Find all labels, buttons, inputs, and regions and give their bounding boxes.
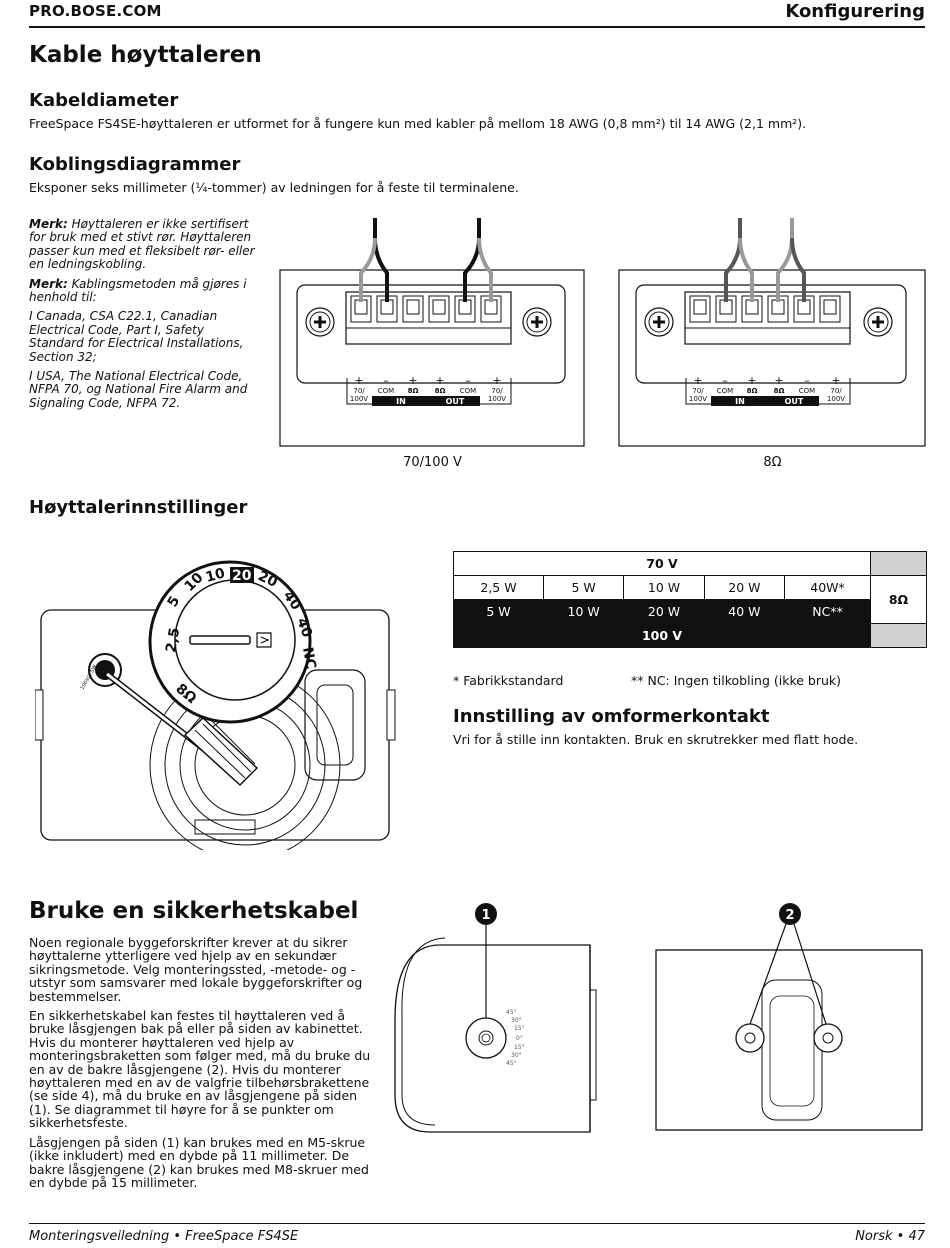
table-header-70v: 70 V (453, 551, 871, 576)
svg-text:15°: 15° (514, 1044, 525, 1051)
svg-text:+: + (831, 374, 840, 387)
svg-text:8Ω: 8Ω (408, 387, 419, 395)
svg-text:100V: 100V (689, 395, 707, 403)
footer-page-number: Norsk • 47 (855, 1229, 925, 1244)
svg-text:20: 20 (255, 568, 280, 591)
tap-text: Vri for å stille inn kontakten. Bruk en … (453, 732, 859, 747)
svg-text:+: + (747, 374, 756, 387)
note-3: I Canada, CSA C22.1, Canadian Electrical… (29, 309, 244, 364)
svg-text:0°: 0° (516, 1035, 523, 1042)
speaker-side-view: 1 45° 30° 15° 0° 15° 30° 45° (394, 903, 597, 1133)
note-1: Merk: Høyttaleren er ikke sertifisert fo… (29, 217, 255, 272)
screw-icon (522, 307, 552, 337)
svg-text:8Ω: 8Ω (774, 387, 785, 395)
svg-text:40: 40 (293, 616, 315, 640)
speaker-rear-view: 2 (655, 903, 923, 1131)
svg-text:2,5: 2,5 (163, 626, 183, 653)
diagram-70v-caption: 70/100 V (403, 455, 462, 470)
safety-paragraph-3: Låsgjengen på siden (1) kan brukes med e… (29, 1134, 369, 1190)
note-2: Merk: Kablingsmetoden må gjøres i henhol… (29, 276, 247, 305)
table-row-100v: 5 W 10 W 20 W 40 W NC** (453, 599, 927, 624)
svg-text:COM: COM (378, 387, 394, 395)
svg-text:45°: 45° (506, 1060, 517, 1067)
table-cell-8ohm: 8Ω (870, 575, 927, 624)
page-title: Kable høyttaleren (29, 42, 262, 68)
svg-text:+: + (435, 374, 444, 387)
svg-text:100V: 100V (350, 395, 368, 403)
svg-text:–: – (804, 374, 810, 387)
site-name: PRO.BOSE.COM (29, 2, 162, 20)
svg-text:30°: 30° (511, 1052, 522, 1059)
svg-text:COM: COM (799, 387, 815, 395)
svg-text:45°: 45° (506, 1009, 517, 1016)
cable-heading: Kabeldiameter (29, 90, 179, 111)
wiring-diagram-8ohm: + 70/ 100V – COM + 8Ω + 8Ω – COM + 70/ 1… (618, 218, 926, 447)
callout-2: 2 (785, 908, 794, 923)
header-rule (29, 26, 925, 28)
tap-dial-illustration: 100V/2.5W 2,5 5 10 10 20 20 40 40 NC 8Ω (35, 560, 396, 850)
svg-text:+: + (492, 374, 501, 387)
wiring-diagram-70v: + 70/ 100V – COM + 8Ω + 8Ω – COM + 70/ 1… (279, 218, 585, 447)
safety-paragraph-2: En sikkerhetskabel kan festes til høytta… (29, 1008, 371, 1131)
svg-text:70/: 70/ (830, 387, 842, 395)
screw-icon (644, 307, 674, 337)
svg-text:+: + (354, 374, 363, 387)
svg-text:20: 20 (232, 568, 252, 584)
footer-rule (29, 1223, 925, 1224)
svg-text:10: 10 (204, 565, 227, 586)
footnote-nc: ** NC: Ingen tilkobling (ikke bruk) (631, 673, 842, 688)
svg-text:8Ω: 8Ω (435, 387, 446, 395)
svg-text:NC: NC (299, 646, 319, 670)
screw-icon (863, 307, 893, 337)
screw-icon (305, 307, 335, 337)
footnote-default: * Fabrikkstandard (453, 673, 564, 688)
svg-text:–: – (722, 374, 728, 387)
cable-text: FreeSpace FS4SE-høyttaleren er utformet … (29, 116, 807, 131)
svg-text:8Ω: 8Ω (747, 387, 758, 395)
svg-text:15°: 15° (514, 1025, 525, 1032)
table-cell-blank (870, 623, 927, 648)
wiring-notes: Merk: Høyttaleren er ikke sertifisert fo… (29, 217, 257, 416)
footer-doc-title: Monteringsveiledning • FreeSpace FS4SE (29, 1229, 299, 1244)
svg-text:100V: 100V (488, 395, 506, 403)
svg-text:100V: 100V (827, 395, 845, 403)
svg-text:+: + (693, 374, 702, 387)
table-row-70v: 2,5 W 5 W 10 W 20 W 40W* 8Ω (453, 575, 927, 624)
tap-settings-table: 70 V 2,5 W 5 W 10 W 20 W 40W* 8Ω 5 W 10 … (453, 551, 927, 648)
svg-text:–: – (465, 374, 471, 387)
table-header-100v: 100 V (453, 623, 871, 648)
note-4: I USA, The National Electrical Code, NFP… (29, 369, 248, 410)
svg-text:COM: COM (460, 387, 476, 395)
svg-text:COM: COM (717, 387, 733, 395)
wiring-text: Eksponer seks millimeter (¼-tommer) av l… (29, 180, 519, 195)
svg-text:IN: IN (396, 397, 406, 406)
svg-text:70/: 70/ (491, 387, 503, 395)
svg-text:OUT: OUT (785, 397, 804, 406)
svg-text:+: + (774, 374, 783, 387)
diagram-8ohm-caption: 8Ω (763, 455, 782, 470)
safety-heading: Bruke en sikkerhetskabel (29, 898, 359, 924)
callout-1: 1 (481, 908, 490, 923)
svg-text:–: – (383, 374, 389, 387)
safety-text: Noen regionale byggeforskrifter krever a… (29, 936, 371, 1189)
section-title: Konfigurering (785, 1, 925, 22)
svg-text:70/: 70/ (692, 387, 704, 395)
settings-heading: Høyttalerinnstillinger (29, 497, 248, 518)
table-cell-blank (870, 551, 927, 576)
svg-text:30°: 30° (511, 1017, 522, 1024)
svg-text:OUT: OUT (446, 397, 465, 406)
svg-text:+: + (408, 374, 417, 387)
svg-text:70/: 70/ (353, 387, 365, 395)
safety-paragraph-1: Noen regionale byggeforskrifter krever a… (29, 935, 363, 1004)
wiring-heading: Koblingsdiagrammer (29, 154, 241, 175)
svg-text:IN: IN (735, 397, 745, 406)
tap-heading: Innstilling av omformerkontakt (453, 706, 770, 727)
